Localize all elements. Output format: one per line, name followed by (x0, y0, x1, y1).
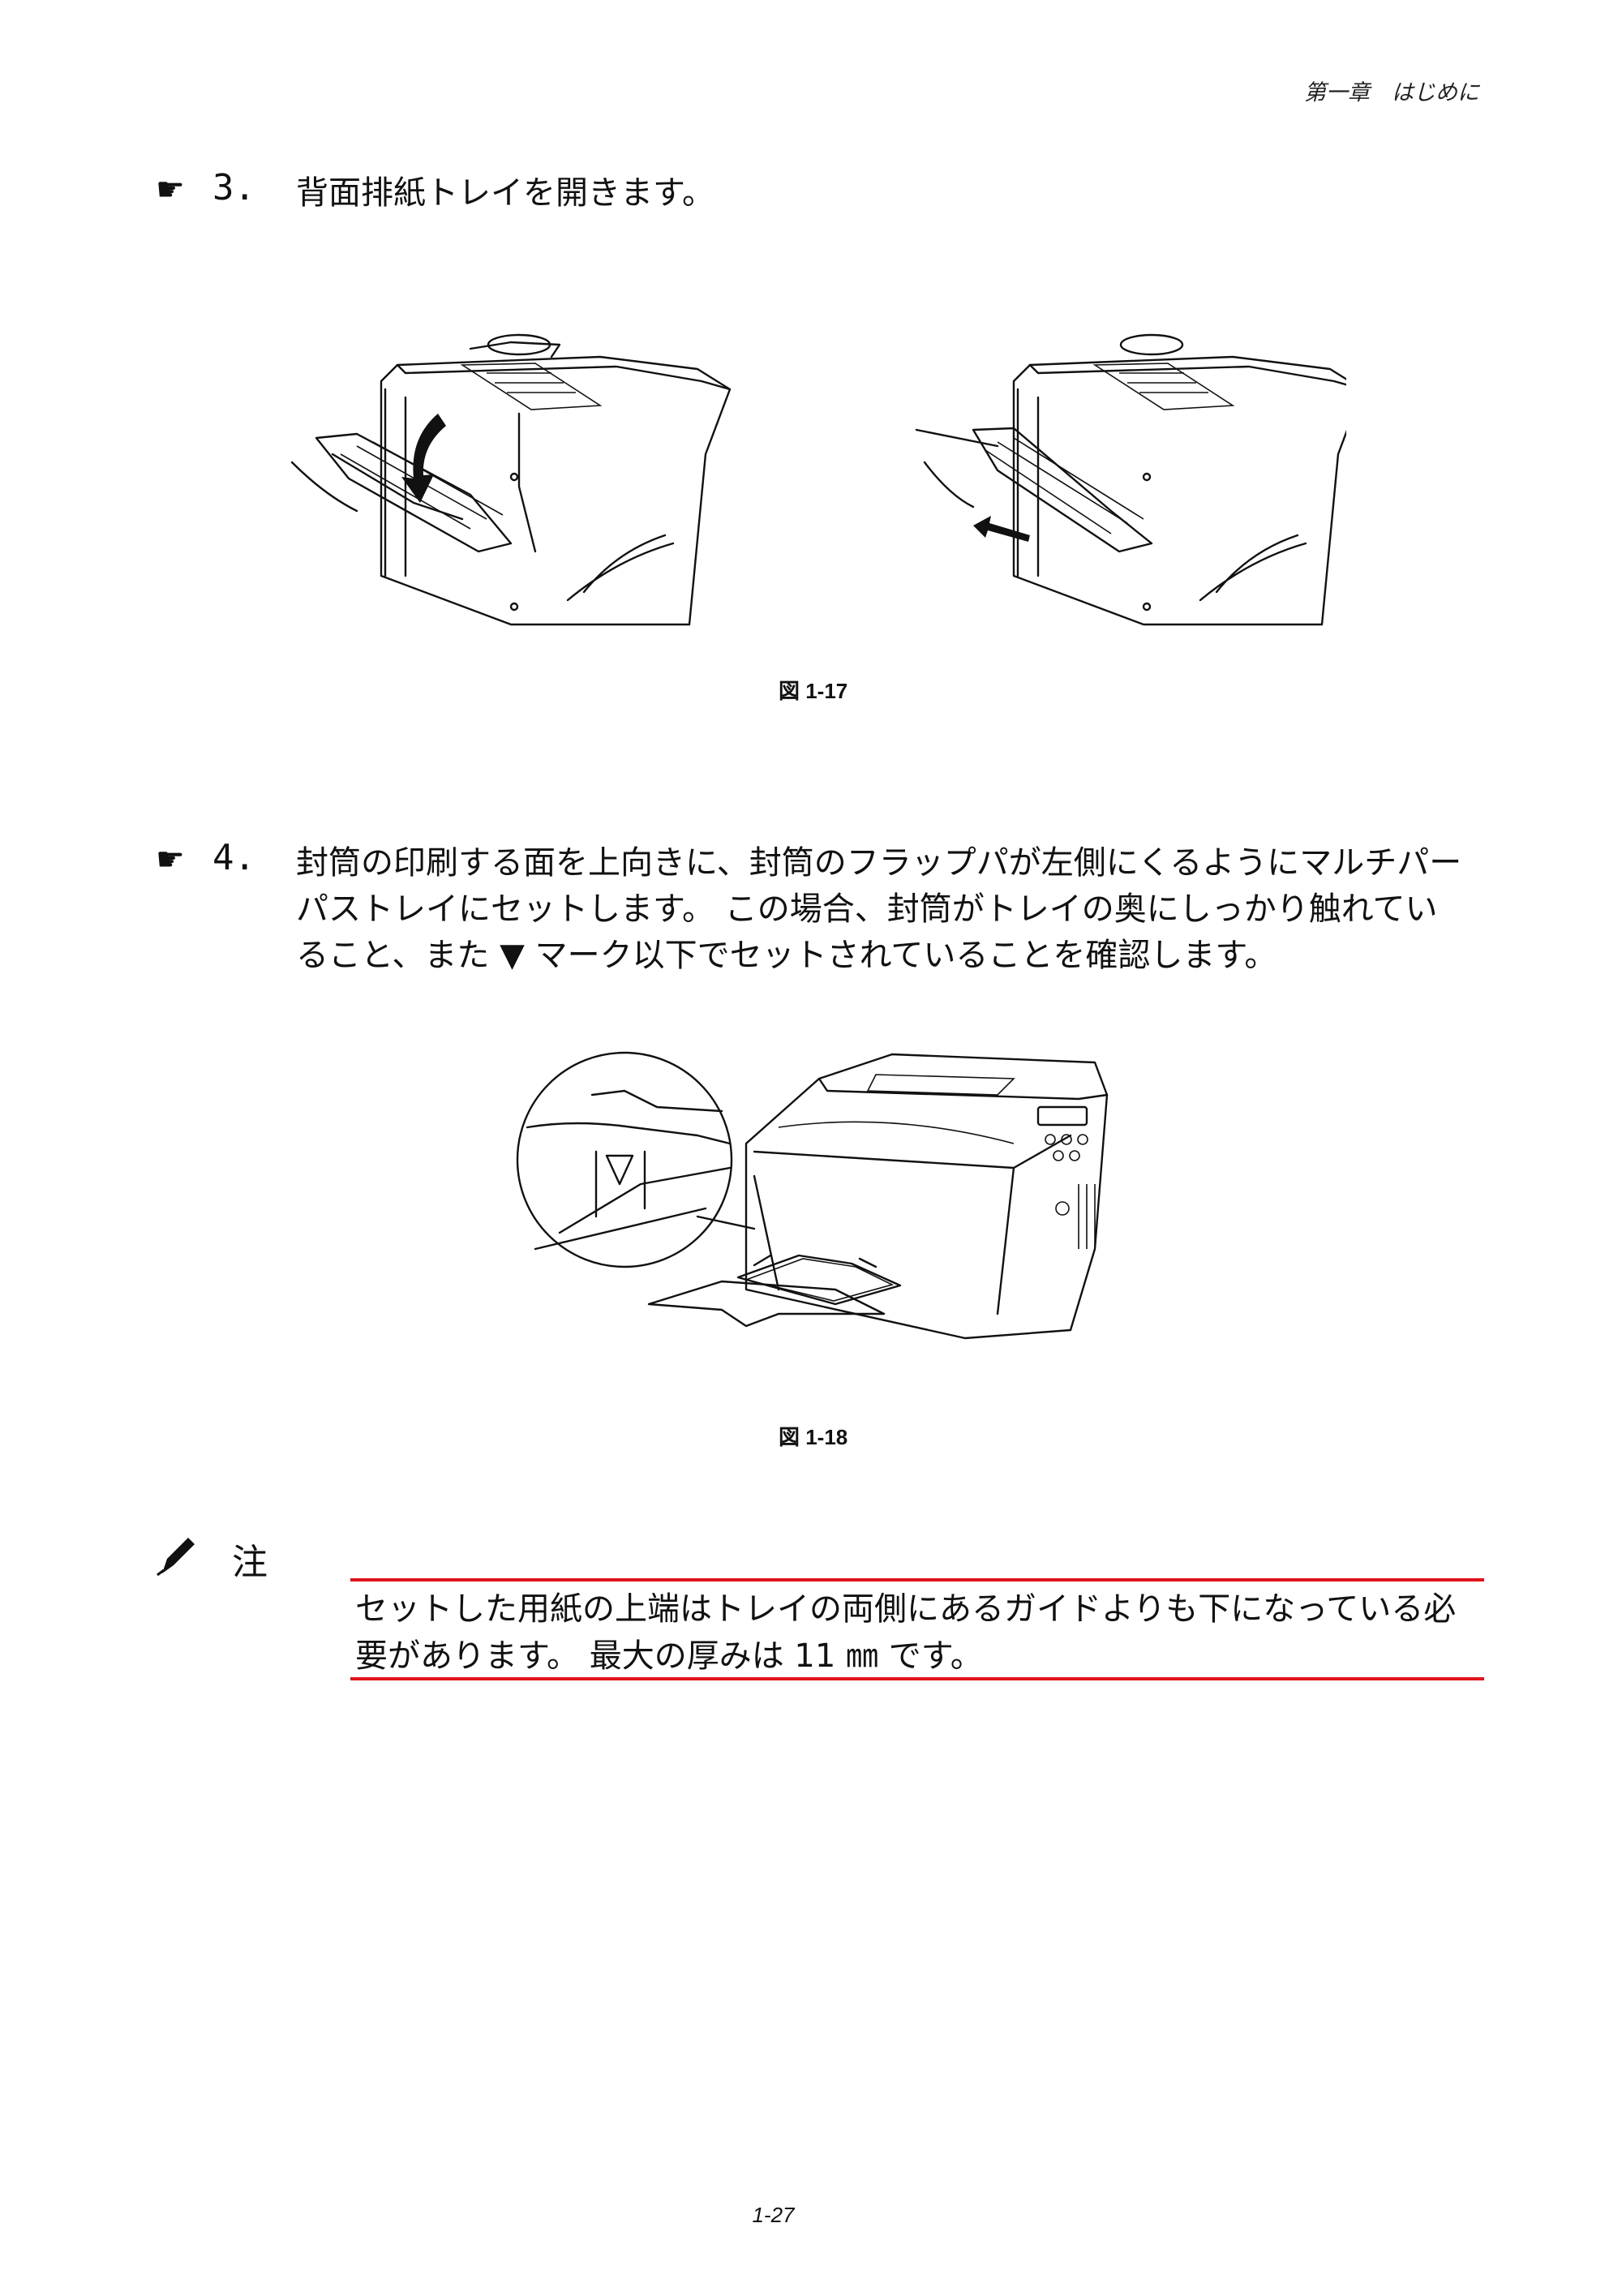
printer-envelope-loaded-illustration (647, 1053, 1109, 1340)
step-4: ☛ (156, 837, 185, 882)
note-text: セットした用紙の上端はトレイの両側にあるガイドよりも下になっている必 要がありま… (355, 1586, 1483, 1680)
step-3-text: 背面排紙トレイを開きます。 (296, 174, 714, 212)
figure-1-17-caption: 図 1-17 (779, 679, 848, 703)
note-line: セットした用紙の上端はトレイの両側にあるガイドよりも下になっている必 (355, 1590, 1457, 1628)
chapter-header: 第一章 はじめに (1304, 80, 1479, 105)
pencil-icon (156, 1534, 198, 1577)
step-4-line: 封筒の印刷する面を上向きに、封筒のフラップパが左側にくるようにマルチパー (296, 844, 1462, 882)
page-number: 1-27 (752, 2203, 795, 2227)
figure-1-18-caption: 図 1-18 (779, 1425, 848, 1449)
printer-extension-pulled-illustration (915, 333, 1346, 626)
pointing-hand-icon: ☛ (156, 171, 185, 208)
printer-rear-tray-open-illustration (290, 333, 732, 626)
note-top-rule (350, 1578, 1484, 1581)
pointing-hand-icon: ☛ (156, 841, 185, 878)
note-bottom-rule (350, 1677, 1484, 1680)
note-title: 注 (232, 1542, 268, 1583)
step-3: ☛ (156, 167, 185, 212)
step-4-line: ること、また ▼ マーク以下でセットされていることを確認します。 (296, 937, 1277, 974)
figure-1-18-illustration (511, 1046, 1127, 1371)
note-line: 要があります。 最大の厚みは 11 ㎜ です。 (355, 1637, 983, 1675)
step-4-number: 4. (212, 837, 255, 878)
step-4-line: パストレイにセットします。 この場合、封筒がトレイの奥にしっかり触れてい (296, 891, 1438, 928)
figure-1-17-illustration (276, 308, 1346, 641)
step-3-number: 3. (212, 167, 255, 208)
magnified-limit-mark-illustration (516, 1051, 733, 1268)
step-4-text: 封筒の印刷する面を上向きに、封筒のフラップパが左側にくるようにマルチパー パスト… (296, 840, 1488, 979)
